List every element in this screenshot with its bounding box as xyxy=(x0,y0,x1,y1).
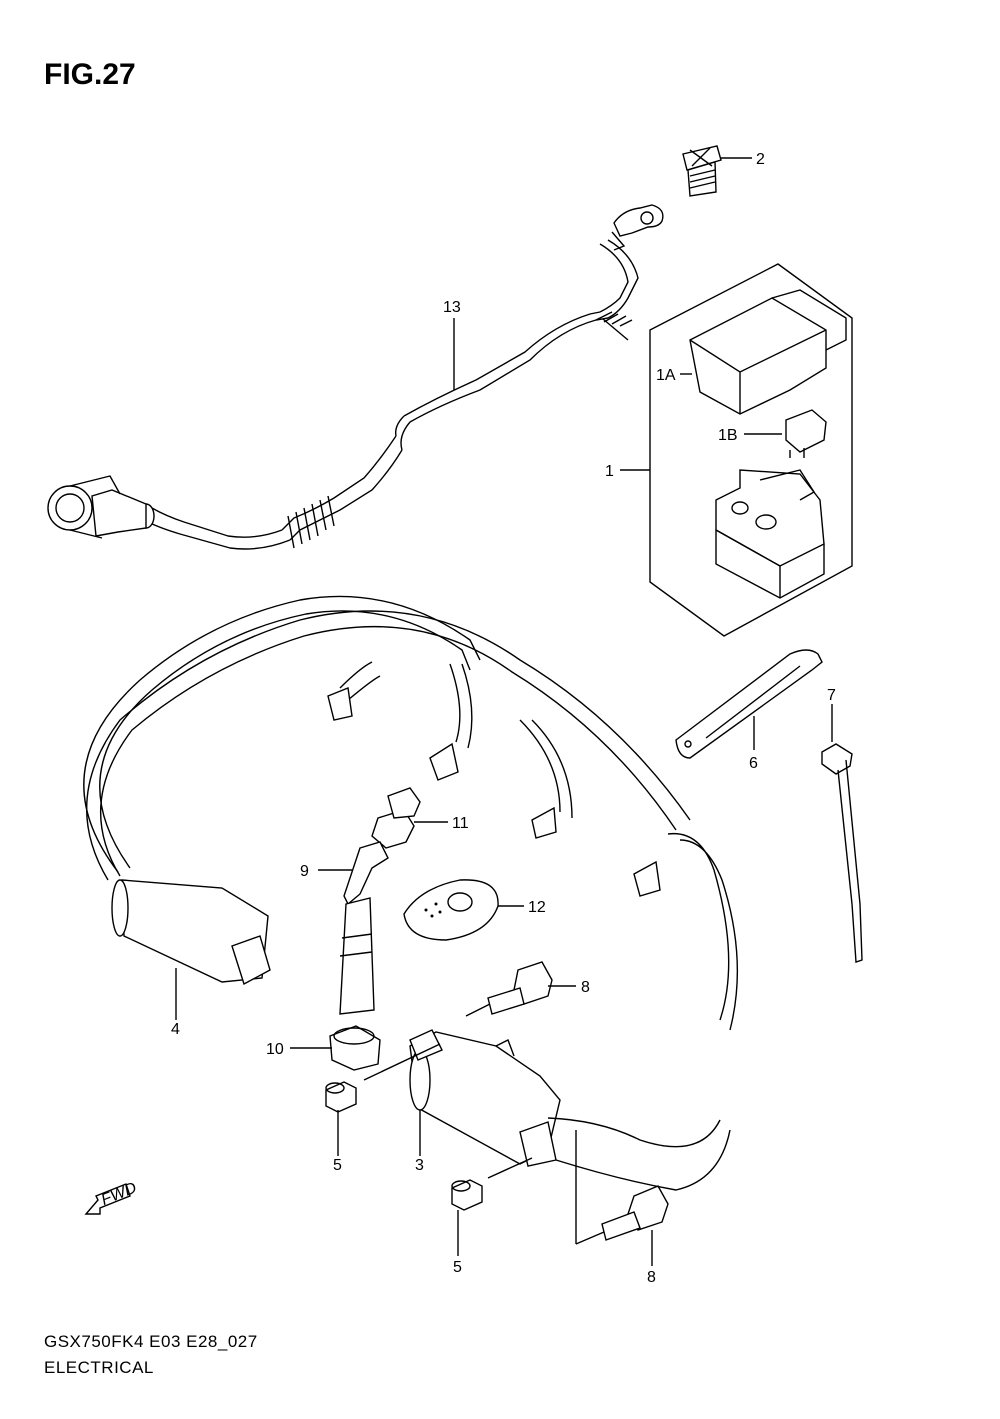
figure-title: FIG.27 xyxy=(44,58,136,91)
callout-13: 13 xyxy=(443,299,461,316)
callout-7: 7 xyxy=(827,687,836,704)
plug-cap-part-11 xyxy=(371,787,421,849)
starter-relay-box-part-1 xyxy=(649,263,853,637)
collar-part-5-lower xyxy=(451,1179,483,1211)
assembly-guide-lines xyxy=(363,1003,605,1245)
model-code: GSX750FK4 E03 E28_027 xyxy=(44,1332,258,1351)
grommet-part-12 xyxy=(403,879,499,941)
callout-12: 12 xyxy=(528,899,546,916)
ignition-coil-part-3 xyxy=(409,1029,731,1191)
plug-cap-part-9 xyxy=(339,841,389,1015)
callout-11: 11 xyxy=(452,815,469,832)
callout-5-lower: 5 xyxy=(453,1259,462,1276)
callout-10: 10 xyxy=(266,1041,284,1058)
ignition-coil-part-4 xyxy=(83,595,691,986)
callout-labels: 2 13 1A 1B 1 7 6 11 9 12 8 4 10 5 3 5 8 xyxy=(171,151,836,1286)
callout-5-upper: 5 xyxy=(333,1157,342,1174)
callout-1b: 1B xyxy=(718,427,738,444)
callout-6: 6 xyxy=(749,755,758,772)
seal-part-10 xyxy=(329,1025,381,1071)
callout-2: 2 xyxy=(756,151,765,168)
fwd-label: FWD xyxy=(99,1179,140,1209)
section-name: ELECTRICAL xyxy=(44,1358,154,1377)
callout-4: 4 xyxy=(171,1021,180,1038)
callout-leaders xyxy=(175,157,833,1266)
callout-8-upper: 8 xyxy=(581,979,590,996)
spark-plug-leads xyxy=(327,661,739,1031)
bracket-part-6 xyxy=(675,649,823,759)
collar-part-5-upper xyxy=(325,1081,357,1113)
callout-1: 1 xyxy=(605,463,614,480)
cable-tie-part-7 xyxy=(821,743,863,963)
callout-9: 9 xyxy=(300,863,309,880)
bolt-part-2 xyxy=(682,145,722,197)
bolt-part-8-upper xyxy=(487,961,553,1015)
callout-8-lower: 8 xyxy=(647,1269,656,1286)
cable-part-13 xyxy=(47,204,664,550)
callout-1a: 1A xyxy=(656,367,676,384)
callout-3: 3 xyxy=(415,1157,424,1174)
bolt-part-8-lower xyxy=(601,1185,669,1241)
fwd-arrow-icon: FWD xyxy=(84,1179,140,1215)
